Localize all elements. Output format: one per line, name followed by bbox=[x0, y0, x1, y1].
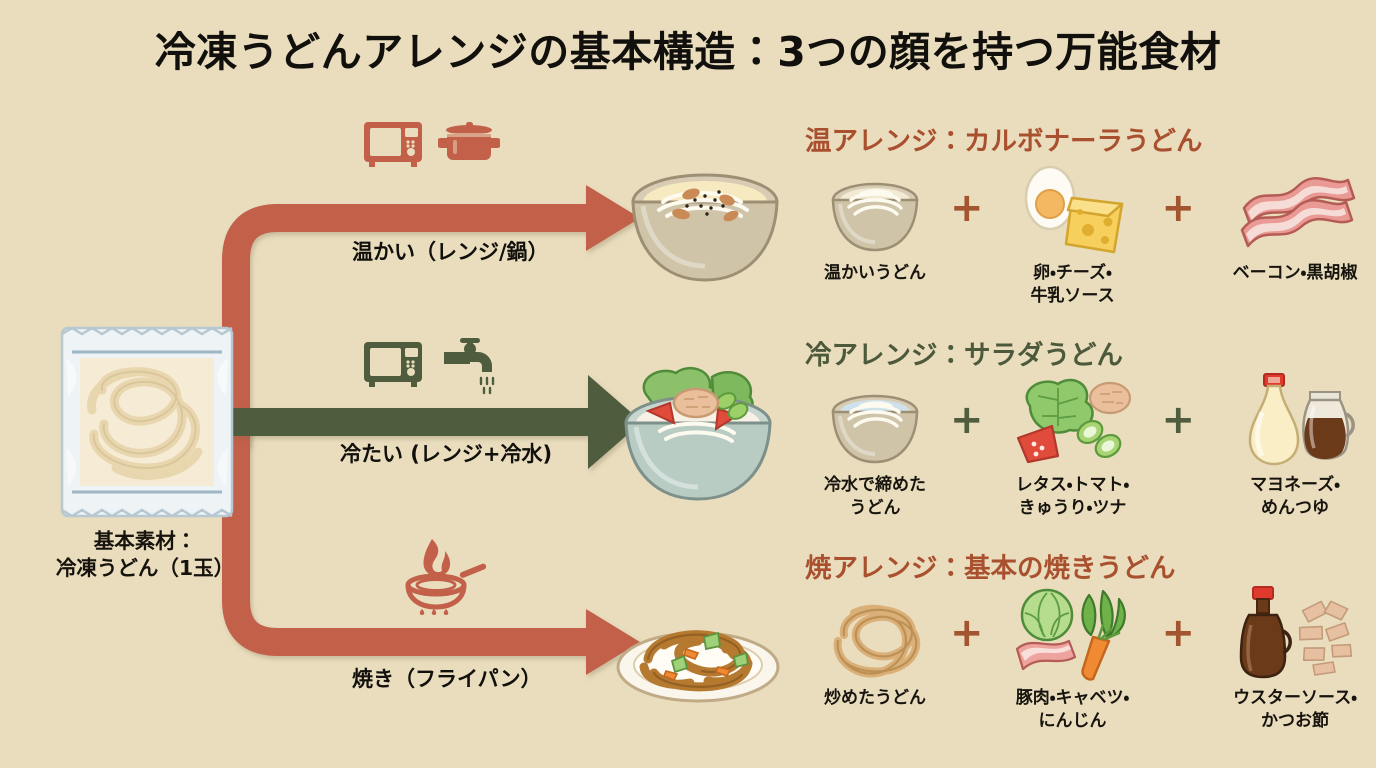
row-heading-grill: 焼アレンジ：基本の焼きうどん bbox=[805, 553, 1176, 584]
egg-cheese-icon bbox=[1010, 160, 1136, 256]
ingredients-cold: 冷水で締めた うどん + bbox=[800, 372, 1376, 520]
arrow-label-warm: 温かい（レンジ/鍋） bbox=[352, 240, 549, 264]
ingredient-item: 卵・チーズ・ 牛乳ソース bbox=[984, 160, 1162, 308]
ingredient-item: マヨネーズ・ めんつゆ bbox=[1195, 372, 1376, 520]
ingredient-item: ウスターソース・ かつお節 bbox=[1195, 585, 1376, 733]
yaki-udon-plate-icon bbox=[616, 630, 780, 703]
frying-pan-flame-icon bbox=[405, 539, 487, 615]
stir-fried-udon-icon bbox=[820, 585, 930, 681]
row-heading-warm: 温アレンジ：カルボナーラうどん bbox=[805, 126, 1203, 157]
ingredient-label: ベーコン・黒胡椒 bbox=[1232, 263, 1358, 283]
source-caption-line2: 冷凍うどん（1玉） bbox=[55, 556, 235, 581]
method-icons-cold bbox=[362, 336, 500, 395]
ingredients-warm: 温かいうどん + 卵・チーズ・ 牛乳ソース + bbox=[800, 160, 1376, 308]
ingredient-label: レタス・トマト・ きゅうり・ツナ bbox=[1015, 475, 1130, 518]
ingredient-label: マヨネーズ・ めんつゆ bbox=[1250, 475, 1340, 518]
pork-cabbage-carrot-icon bbox=[1007, 585, 1139, 681]
mayonnaise-mentsuyu-icon bbox=[1232, 372, 1358, 468]
ingredient-label: 卵・チーズ・ 牛乳ソース bbox=[1030, 263, 1115, 306]
row-heading-cold: 冷アレンジ：サラダうどん bbox=[805, 340, 1123, 371]
ingredient-item: 炒めたうどん bbox=[800, 585, 950, 710]
plus-icon: + bbox=[1161, 610, 1196, 656]
microwave-icon bbox=[364, 342, 422, 387]
arrow-warm bbox=[222, 185, 640, 446]
ingredients-grill: 炒めたうどん + bbox=[800, 585, 1376, 733]
plus-icon: + bbox=[950, 610, 984, 656]
ingredient-item: 豚肉・キャベツ・ にんじん bbox=[984, 585, 1162, 733]
source-caption: 基本素材： 冷凍うどん（1玉） bbox=[20, 528, 270, 582]
ingredient-item: 温かいうどん bbox=[800, 160, 950, 285]
source-caption-line1: 基本素材： bbox=[93, 529, 197, 553]
carbonara-udon-bowl-icon bbox=[631, 173, 779, 282]
ingredient-item: 冷水で締めた うどん bbox=[800, 372, 950, 520]
hot-udon-bowl-icon bbox=[823, 160, 927, 256]
worcester-sauce-katsuobushi-icon bbox=[1225, 585, 1365, 681]
page-title: 冷凍うどんアレンジの基本構造：3つの顔を持つ万能食材 bbox=[154, 28, 1222, 76]
method-icons-grill bbox=[400, 537, 490, 615]
arrow-label-grill: 焼き（フライパン） bbox=[352, 667, 542, 691]
ingredient-item: レタス・トマト・ きゅうり・ツナ bbox=[984, 372, 1162, 520]
plus-icon: + bbox=[1161, 185, 1196, 231]
ingredient-item: ベーコン・黒胡椒 bbox=[1195, 160, 1376, 285]
faucet-icon bbox=[444, 338, 495, 395]
bacon-icon bbox=[1230, 160, 1360, 256]
arrow-label-cold: 冷たい (レンジ+冷水) bbox=[340, 442, 553, 466]
plus-icon: + bbox=[950, 397, 984, 443]
ingredient-label: 炒めたうどん bbox=[824, 688, 926, 708]
pot-icon bbox=[438, 122, 500, 160]
frozen-udon-package-icon bbox=[60, 326, 234, 518]
microwave-icon bbox=[364, 122, 422, 167]
salad-udon-bowl-icon bbox=[624, 367, 772, 501]
chilled-udon-bowl-icon bbox=[823, 372, 927, 468]
ingredient-label: 豚肉・キャベツ・ にんじん bbox=[1015, 688, 1130, 731]
ingredient-label: 温かいうどん bbox=[824, 263, 926, 283]
method-icons-warm bbox=[362, 118, 500, 170]
plus-icon: + bbox=[950, 185, 984, 231]
ingredient-label: ウスターソース・ かつお節 bbox=[1233, 688, 1357, 731]
ingredient-label: 冷水で締めた うどん bbox=[824, 475, 926, 518]
lettuce-tomato-cucumber-tuna-icon bbox=[1008, 372, 1138, 468]
plus-icon: + bbox=[1161, 397, 1196, 443]
